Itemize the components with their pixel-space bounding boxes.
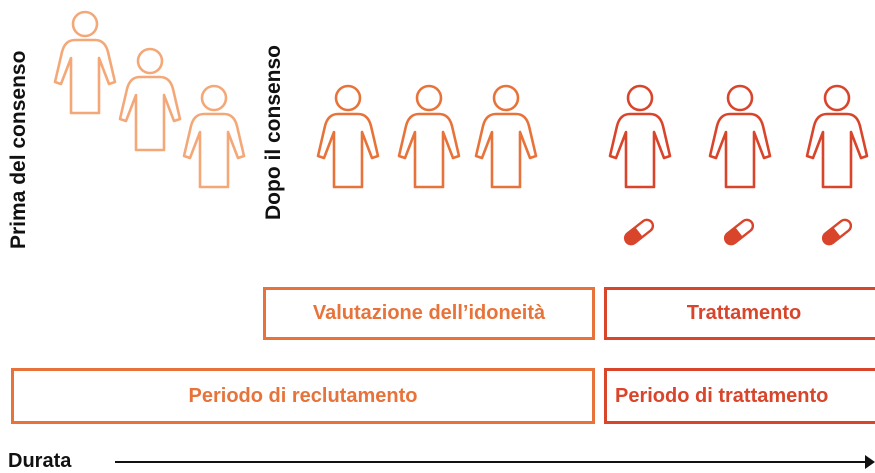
person-icon	[397, 84, 461, 202]
person-icon	[708, 84, 772, 202]
box-treatment-label: Trattamento	[686, 302, 802, 324]
pill-icon	[720, 218, 758, 246]
person-icon	[316, 84, 380, 202]
box-eligibility-label: Valutazione dell’idoneità	[312, 302, 546, 324]
person-icon	[474, 84, 538, 202]
pill-icon	[620, 218, 658, 246]
box-treatment-period: Periodo di trattamento	[604, 368, 875, 424]
label-before-consent: Prima del consenso	[7, 50, 30, 249]
person-icon	[608, 84, 672, 202]
person-icon	[182, 84, 246, 202]
box-treatment-period-label: Periodo di trattamento	[615, 384, 829, 407]
duration-axis-line	[115, 461, 867, 463]
duration-label: Durata	[8, 450, 72, 472]
label-after-consent: Dopo il consenso	[262, 44, 285, 220]
box-recruitment-label: Periodo di reclutamento	[188, 384, 418, 407]
box-recruitment-period: Periodo di reclutamento	[11, 368, 595, 424]
box-eligibility-assessment: Valutazione dell’idoneità	[263, 287, 595, 340]
person-icon	[118, 47, 182, 165]
person-icon	[805, 84, 869, 202]
person-icon	[53, 10, 117, 128]
pill-icon	[818, 218, 856, 246]
arrow-right-icon	[865, 455, 875, 469]
box-treatment: Trattamento	[604, 287, 875, 340]
